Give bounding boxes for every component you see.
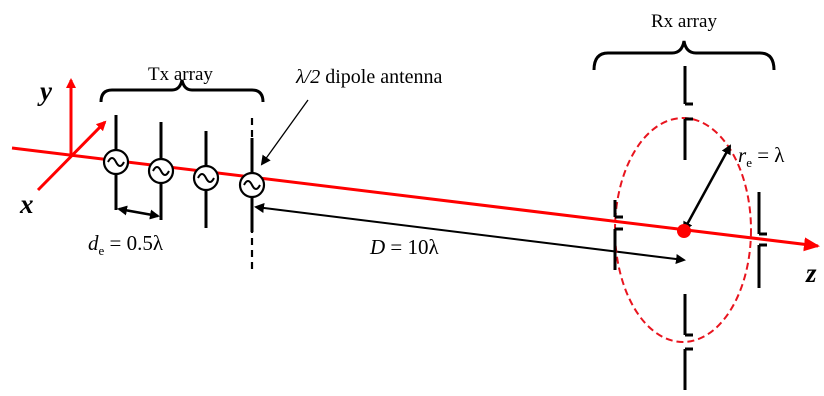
dipole-text: dipole antenna bbox=[320, 66, 442, 88]
radius-subscript: e bbox=[746, 155, 752, 170]
distance-label: D = 10λ bbox=[369, 235, 440, 259]
de-subscript: e bbox=[99, 243, 105, 258]
de-spacing-arrow bbox=[117, 205, 160, 220]
radius-arrow bbox=[682, 144, 732, 232]
x-axis-line bbox=[36, 120, 107, 192]
tx-array-label: Tx array bbox=[148, 64, 213, 85]
axis-x-label: x bbox=[19, 189, 34, 219]
rx-dipole-left bbox=[613, 200, 623, 270]
radius-symbol: r bbox=[738, 143, 747, 167]
de-symbol: d bbox=[88, 231, 99, 255]
distance-symbol: D bbox=[369, 235, 385, 259]
axis-y-label: y bbox=[37, 76, 53, 106]
distance-value: = 10λ bbox=[385, 235, 439, 259]
radius-label: re = λ bbox=[738, 143, 785, 170]
dipole-symbol: λ/2 bbox=[295, 66, 320, 88]
tx-dipole-3 bbox=[192, 131, 220, 228]
dipole-label: λ/2 dipole antenna bbox=[295, 66, 443, 88]
tx-dipole-2 bbox=[147, 122, 175, 220]
distance-arrow bbox=[254, 203, 686, 264]
tx-dipole-4 bbox=[238, 118, 266, 270]
axes bbox=[11, 78, 820, 252]
tx-elements bbox=[102, 115, 266, 270]
rx-dipole-bottom bbox=[683, 294, 693, 390]
axis-z-label: z bbox=[805, 258, 817, 288]
tx-array-brace bbox=[99, 79, 265, 103]
rx-array-brace bbox=[592, 40, 776, 71]
dipole-pointer-arrow bbox=[260, 99, 309, 166]
radius-value: = λ bbox=[752, 143, 785, 167]
de-value: = 0.5λ bbox=[104, 231, 164, 255]
de-label: de = 0.5λ bbox=[88, 231, 164, 258]
tx-dipole-1 bbox=[102, 115, 130, 210]
rx-array-label: Rx array bbox=[651, 11, 717, 32]
rx-dipole-right bbox=[757, 192, 767, 288]
rx-dipole-top bbox=[683, 66, 693, 160]
rx-center-dot bbox=[677, 224, 691, 238]
